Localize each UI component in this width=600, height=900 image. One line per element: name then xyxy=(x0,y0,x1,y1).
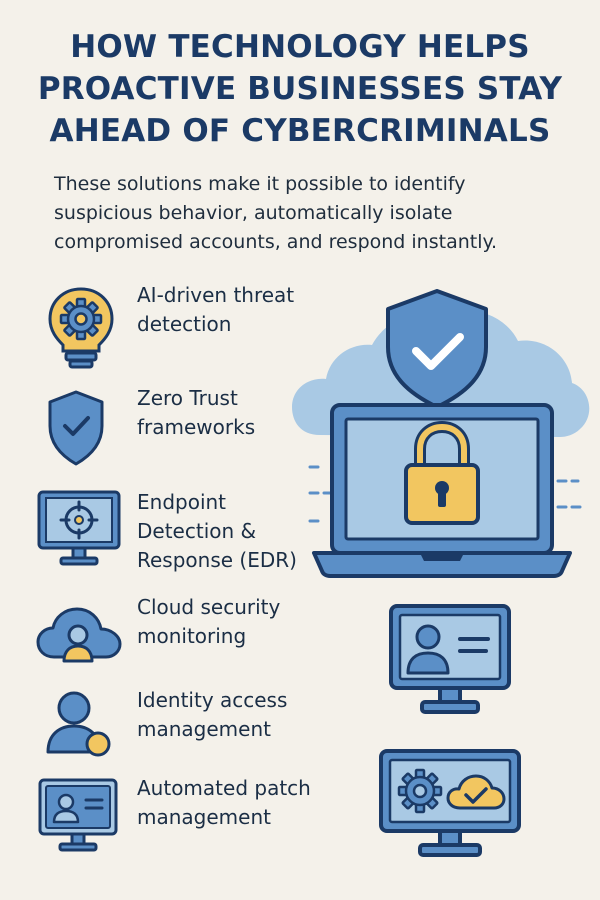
monitor-gear-cloud-illustration xyxy=(378,748,522,866)
feature-label: Cloud security monitoring xyxy=(137,595,281,648)
title-line-3: AHEAD OF CYBERCRIMINALS xyxy=(49,113,551,149)
feature-label: Zero Trust frameworks xyxy=(137,386,256,439)
cloud-user-icon xyxy=(36,593,126,683)
lightbulb-gear-icon xyxy=(36,281,126,371)
intro-line-2: suspicious behavior, automatically isola… xyxy=(54,202,453,224)
feature-patch-management: Automated patch management xyxy=(36,774,346,864)
laptop-lock-illustration xyxy=(290,285,590,585)
page-title: HOW TECHNOLOGY HELPS PROACTIVE BUSINESSE… xyxy=(0,26,600,152)
padlock-icon xyxy=(404,420,480,525)
intro-line-3: compromised accounts, and respond instan… xyxy=(54,231,498,253)
feature-ai-threat-detection: AI-driven threat detection xyxy=(36,281,346,371)
feature-cloud-security: Cloud security monitoring xyxy=(36,593,346,683)
feature-label: AI-driven threat detection xyxy=(137,283,295,336)
feature-edr: Endpoint Detection & Response (EDR) xyxy=(36,488,346,578)
gear-icon xyxy=(397,768,443,814)
user-badge-icon xyxy=(36,686,126,776)
title-line-1: HOW TECHNOLOGY HELPS xyxy=(70,29,530,65)
id-card-monitor-icon xyxy=(36,774,126,864)
monitor-target-icon xyxy=(36,488,126,578)
intro-line-1: These solutions make it possible to iden… xyxy=(54,173,466,195)
feature-label: Identity access management xyxy=(137,688,288,741)
feature-label: Automated patch management xyxy=(137,776,311,829)
feature-label: Endpoint Detection & Response (EDR) xyxy=(137,490,297,572)
intro-text: These solutions make it possible to iden… xyxy=(54,170,574,257)
monitor-user-illustration xyxy=(388,603,512,721)
feature-identity-access: Identity access management xyxy=(36,686,346,776)
feature-zero-trust: Zero Trust frameworks xyxy=(36,384,346,474)
cloud-check-icon xyxy=(446,774,506,810)
shield-check-icon xyxy=(36,384,126,474)
title-line-2: PROACTIVE BUSINESSES STAY xyxy=(37,71,563,107)
